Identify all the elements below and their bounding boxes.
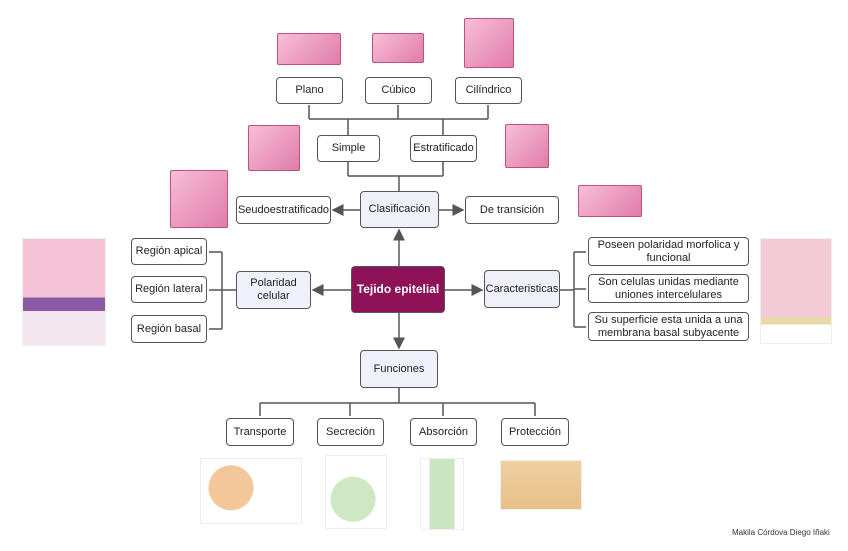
simple-tissue-image [248, 125, 300, 171]
transitional-tissue-image [578, 185, 642, 217]
polarity-item[interactable]: Región apical [131, 238, 207, 265]
characteristic-item[interactable]: Poseen polaridad morfolica y funcional [588, 237, 749, 266]
polarity-item[interactable]: Región basal [131, 315, 207, 343]
polarity-item[interactable]: Región lateral [131, 276, 207, 303]
squamous-tissue-image [277, 33, 341, 65]
shape-cubico[interactable]: Cúbico [365, 77, 432, 104]
classification-hub[interactable]: Clasificación [360, 191, 439, 228]
columnar-tissue-image [464, 18, 514, 68]
characteristic-item[interactable]: Son celulas unidas mediante uniones inte… [588, 274, 749, 303]
characteristics-hub[interactable]: Caracteristicas [484, 270, 560, 308]
pseudostratified-node[interactable]: Seudoestratificado [236, 196, 331, 224]
functions-hub[interactable]: Funciones [360, 350, 438, 388]
cuboidal-tissue-image [372, 33, 424, 63]
polarity-figure-image [22, 238, 106, 346]
characteristic-item[interactable]: Su superficie esta unida a una membrana … [588, 312, 749, 341]
function-item[interactable]: Secreción [317, 418, 384, 446]
transitional-node[interactable]: De transición [465, 196, 559, 224]
shape-plano[interactable]: Plano [276, 77, 343, 104]
transport-figure-image [200, 458, 302, 524]
shape-cilindrico[interactable]: Cilíndrico [455, 77, 522, 104]
stratified-tissue-image [505, 124, 549, 168]
simple-node[interactable]: Simple [317, 135, 380, 162]
function-item[interactable]: Protección [501, 418, 569, 446]
pseudostratified-tissue-image [170, 170, 228, 228]
protection-figure-image [500, 460, 582, 510]
stratified-node[interactable]: Estratificado [410, 135, 477, 162]
secretion-figure-image [325, 455, 387, 529]
function-item[interactable]: Transporte [226, 418, 294, 446]
function-item[interactable]: Absorción [410, 418, 477, 446]
polarity-hub[interactable]: Polaridad celular [236, 271, 311, 309]
characteristics-figure-image [760, 238, 832, 344]
author-signature: Makila Córdova Diego Iñaki [732, 528, 830, 537]
central-node[interactable]: Tejido epitelial [351, 266, 445, 313]
absorption-figure-image [420, 458, 464, 530]
